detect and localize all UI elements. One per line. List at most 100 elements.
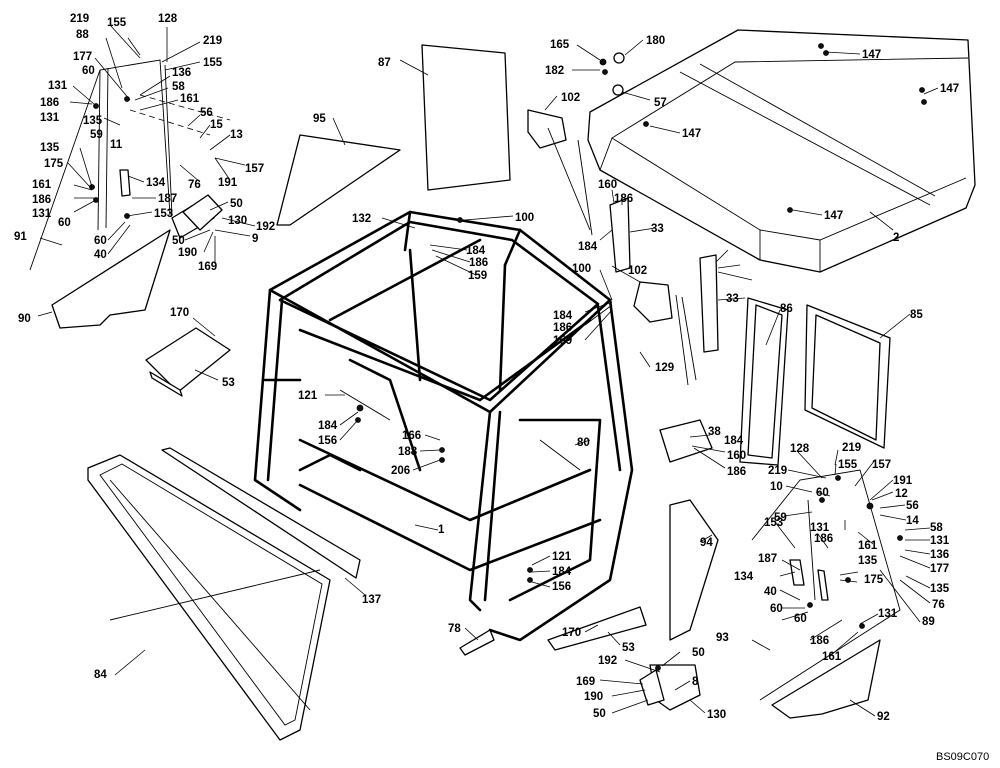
callout-1: 1 — [438, 524, 445, 536]
callout-93: 93 — [716, 632, 729, 644]
callout-131-c: 131 — [32, 208, 52, 220]
callout-191-b: 191 — [893, 475, 913, 487]
callout-135-d: 135 — [930, 583, 950, 595]
callout-161-b: 161 — [32, 179, 52, 191]
callout-186-b: 186 — [32, 194, 51, 206]
callout-100-b: 100 — [572, 263, 591, 275]
callout-135-a: 135 — [83, 115, 103, 127]
callout-161-a: 186 — [40, 97, 59, 109]
callout-129: 129 — [655, 362, 674, 374]
callout-159-a: 159 — [468, 270, 487, 282]
callout-147-a: 147 — [862, 49, 881, 61]
callout-78: 78 — [448, 623, 461, 635]
callout-60-b: 60 — [58, 217, 71, 229]
callout-38: 38 — [708, 426, 721, 438]
callout-186-c: 186 — [469, 257, 488, 269]
callout-60-f: 60 — [794, 613, 807, 625]
callout-159-b: 159 — [553, 335, 572, 347]
callout-86: 86 — [780, 303, 793, 315]
callout-166: 166 — [402, 430, 421, 442]
callout-169-b: 169 — [576, 676, 595, 688]
callout-187-b: 187 — [758, 553, 777, 565]
callout-89: 89 — [922, 616, 935, 628]
roof-panel — [587, 29, 976, 273]
callout-131-e: 131 — [930, 535, 950, 547]
callout-60-c: 60 — [94, 235, 107, 247]
callout-192-b: 192 — [598, 655, 617, 667]
callout-50-b: 50 — [172, 235, 185, 247]
callout-161-d: 161 — [822, 651, 842, 663]
left-door-panel — [29, 59, 231, 329]
callout-58-b: 58 — [930, 522, 943, 534]
diagram-reference-code: BS09C070 — [936, 751, 989, 763]
callout-182: 182 — [545, 65, 564, 77]
callout-175-a: 175 — [44, 158, 64, 170]
front-windshield — [87, 447, 361, 741]
callout-130-b: 130 — [707, 709, 726, 721]
leader-lines — [37, 24, 939, 717]
callout-14: 14 — [906, 515, 919, 527]
callout-131-b: 131 — [40, 112, 60, 124]
callout-131-a: 161 — [180, 93, 200, 105]
callout-188: 188 — [398, 446, 418, 458]
callout-76-a: 76 — [188, 179, 201, 191]
callout-128-b: 128 — [790, 443, 810, 455]
callout-58: 58 — [172, 81, 185, 93]
callout-9: 9 — [252, 233, 258, 245]
callout-60-e: 60 — [770, 603, 783, 615]
callout-186-g: 186 — [814, 533, 833, 545]
callout-156-a: 156 — [318, 435, 337, 447]
callout-95: 95 — [313, 113, 326, 125]
callout-56-a: 56 — [200, 107, 213, 119]
callout-187-a: 187 — [158, 193, 177, 205]
callout-56-b: 56 — [906, 500, 919, 512]
callout-155-c: 155 — [838, 459, 858, 471]
callout-102-b: 102 — [628, 265, 647, 277]
callout-60-a: 60 — [82, 65, 95, 77]
callout-184-e: 184 — [724, 435, 744, 447]
callout-147-c: 147 — [682, 128, 701, 140]
callout-100-a: 100 — [515, 212, 534, 224]
callout-155-a: 155 — [107, 17, 127, 29]
callout-57: 57 — [654, 97, 667, 109]
callout-165: 165 — [550, 39, 570, 51]
callout-33-a: 33 — [651, 223, 664, 235]
callout-135-b: 135 — [40, 142, 60, 154]
callout-186-h: 186 — [810, 635, 829, 647]
callout-90: 90 — [18, 313, 31, 325]
callout-170-a: 170 — [170, 307, 189, 319]
callout-136: 136 — [172, 67, 191, 79]
callout-206: 206 — [391, 465, 410, 477]
callout-2: 2 — [893, 232, 899, 244]
callout-131-f: 131 — [878, 608, 898, 620]
callout-88: 88 — [76, 29, 89, 41]
callout-186-e: 186 — [553, 322, 572, 334]
cab-frame — [253, 210, 634, 642]
callout-190-b: 190 — [584, 691, 603, 703]
callout-15: 15 — [210, 119, 223, 131]
callout-50-d: 50 — [593, 708, 606, 720]
callout-191-a: 191 — [218, 177, 238, 189]
callout-59-a: 59 — [90, 129, 103, 141]
hardware-fasteners — [89, 43, 927, 671]
callout-180: 180 — [646, 35, 665, 47]
callout-53-a: 53 — [222, 377, 235, 389]
callout-184-c: 184 — [553, 310, 573, 322]
callout-156-b: 156 — [552, 581, 571, 593]
callout-147-d: 147 — [824, 210, 843, 222]
callout-10: 10 — [770, 481, 783, 493]
callout-13: 13 — [230, 129, 243, 141]
callout-192-a: 192 — [256, 221, 275, 233]
callout-102-a: 102 — [561, 92, 580, 104]
callout-84: 84 — [94, 669, 107, 681]
callout-137: 137 — [362, 594, 381, 606]
callout-94: 94 — [700, 537, 713, 549]
callout-161-c: 161 — [858, 540, 878, 552]
step-brackets — [145, 327, 647, 656]
callout-50-c: 50 — [692, 647, 705, 659]
work-lamps — [182, 194, 701, 711]
callout-170-b: 170 — [562, 627, 581, 639]
callout-91: 91 — [14, 231, 27, 243]
callout-169-a: 169 — [198, 261, 217, 273]
callout-157-b: 157 — [872, 459, 891, 471]
